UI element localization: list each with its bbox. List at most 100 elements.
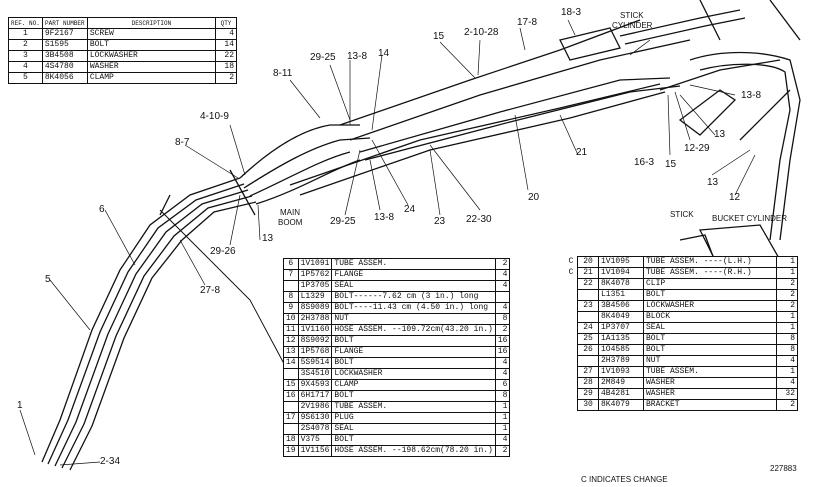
desc-cell: CLIP — [643, 278, 777, 290]
part-cell: 4S4780 — [41, 61, 88, 73]
desc-cell: HOSE ASSEM. --198.62cm(78.20 in.) — [331, 445, 496, 457]
desc-cell: TUBE ASSEM. — [643, 366, 777, 378]
qty-cell: 4 — [776, 355, 798, 367]
desc-cell: BOLT — [331, 335, 496, 347]
change-mark-cell — [565, 312, 578, 323]
main-boom-label-1: MAIN — [280, 208, 300, 217]
ref-cell: 29 — [577, 388, 599, 400]
stick-cylinder-label-2: CYLINDER — [612, 21, 653, 30]
callout-4-10-9: 4-10-9 — [200, 111, 229, 122]
drawing-number: 227883 — [770, 464, 797, 473]
desc-cell: CLAMP — [331, 379, 496, 391]
callout-13-b: 13 — [262, 233, 274, 244]
callout-13-c: 13 — [707, 177, 719, 188]
desc-cell: HOSE ASSEM. --109.72cm(43.20 in.) — [331, 324, 496, 336]
part-cell: 8S9089 — [297, 302, 333, 314]
ref-cell: 19 — [283, 445, 299, 457]
desc-cell: BOLT — [331, 434, 496, 446]
change-mark-cell — [565, 378, 578, 389]
change-mark-cell — [565, 400, 578, 411]
callout-5: 5 — [45, 274, 51, 285]
callout-12: 12 — [729, 192, 741, 203]
change-mark-cell: C — [568, 257, 574, 266]
part-cell: 1A1135 — [598, 333, 644, 345]
ref-cell: 23 — [577, 300, 599, 312]
part-cell: 1P5762 — [297, 269, 333, 281]
desc-cell: TUBE ASSEM. — [331, 258, 496, 270]
part-cell: S1595 — [41, 39, 88, 51]
callout-23: 23 — [434, 216, 446, 227]
ref-cell: 17 — [283, 412, 299, 424]
ref-cell: 14 — [283, 357, 299, 369]
ref-cell — [577, 355, 599, 367]
col-qty: QTY — [215, 17, 237, 29]
ref-cell: 25 — [577, 333, 599, 345]
desc-cell: BOLT — [331, 390, 496, 402]
qty-cell: 2 — [494, 324, 511, 336]
desc-cell: BOLT — [643, 344, 777, 356]
col-ref-no: REF. NO. — [8, 17, 43, 29]
desc-cell: CLAMP — [86, 72, 217, 84]
callout-29-25-top: 29-25 — [310, 52, 336, 63]
qty-cell — [494, 291, 511, 303]
qty-cell: 8 — [494, 313, 511, 325]
qty-cell: 1 — [776, 322, 798, 334]
part-cell: 1O4585 — [598, 344, 644, 356]
callout-13-8-right: 13-8 — [741, 90, 762, 101]
ref-cell: 9 — [283, 302, 299, 314]
change-mark-cell — [565, 367, 578, 378]
ref-cell — [577, 289, 599, 301]
part-cell: 3B4506 — [598, 300, 644, 312]
col-part-number: PART NUMBER — [41, 17, 88, 29]
ref-cell: 15 — [283, 379, 299, 391]
callout-2-10-28: 2-10-28 — [464, 27, 499, 38]
ref-cell: 4 — [8, 61, 43, 73]
callout-15: 15 — [433, 31, 445, 42]
change-mark-cell — [565, 279, 578, 290]
callout-6: 6 — [99, 204, 105, 215]
table-row: 4 4S4780 WASHER 18 — [8, 61, 237, 73]
desc-cell: TUBE ASSEM. ----(R.H.) — [643, 267, 777, 279]
desc-cell: WASHER — [643, 377, 777, 389]
desc-cell: LOCKWASHER — [643, 300, 777, 312]
qty-cell: 4 — [494, 269, 511, 281]
ref-cell: 2 — [8, 39, 43, 51]
parts-table-header: REF. NO. PART NUMBER DESCRIPTION QTY 1 9… — [8, 17, 237, 84]
ref-cell: 1 — [8, 28, 43, 40]
qty-cell: 1 — [494, 401, 511, 413]
col-description: DESCRIPTION — [86, 17, 217, 29]
part-cell: 4B4281 — [598, 388, 644, 400]
part-cell: 1V1093 — [598, 366, 644, 378]
callout-2-34: 2-34 — [100, 456, 121, 467]
part-cell: 1V1156 — [297, 445, 333, 457]
callout-24: 24 — [404, 204, 416, 215]
desc-cell: SEAL — [643, 322, 777, 334]
part-cell: 8K4056 — [41, 72, 88, 84]
ref-cell: 13 — [283, 346, 299, 358]
qty-cell: 2 — [776, 289, 798, 301]
callout-16-3: 16-3 — [634, 157, 655, 168]
callout-1: 1 — [17, 400, 23, 411]
part-cell: 1V1095 — [598, 256, 644, 268]
ref-cell: 12 — [283, 335, 299, 347]
desc-cell: BOLT — [643, 289, 777, 301]
part-cell: 2M849 — [598, 377, 644, 389]
table-row: 3 3B4508 LOCKWASHER 22 — [8, 50, 237, 62]
